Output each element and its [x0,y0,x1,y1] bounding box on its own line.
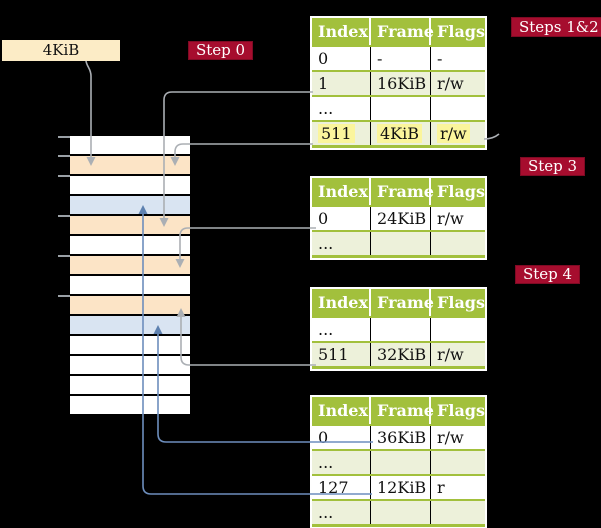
cell-frame [370,318,430,341]
table-row: 0 24KiB r/w [312,205,485,230]
page-table-step-4: Index Frame Flags ... 511 32KiB r/w [310,287,487,371]
cell-flags: - [430,47,485,70]
cell-flags: r [430,476,485,499]
cell-index: 511 [318,345,349,364]
memory-row [70,296,190,314]
cell-index: 0 [318,209,329,228]
memory-row [70,156,190,174]
cell-frame: 24KiB [370,207,430,230]
table-header-row: Index Frame Flags [312,178,485,205]
cell-flags [430,451,485,474]
cell-flags [430,501,485,524]
table-header-row: Index Frame Flags [312,18,485,45]
table-row: 127 12KiB r [312,474,485,499]
header-frame: Frame [369,18,434,45]
highlighted-value: 511 [318,124,355,143]
cell-index: ... [318,453,334,472]
memory-row [70,176,190,194]
badge-step-3: Step 3 [520,157,586,176]
table-row: ... [312,316,485,341]
cell-frame: 32KiB [370,343,430,366]
header-flags: Flags [429,178,485,205]
pointer-entry0-to-24kib [179,227,316,259]
memory-tick [58,255,70,257]
cell-frame [370,501,430,524]
table-row: ... [312,449,485,474]
header-frame: Frame [369,289,434,316]
memory-row [70,236,190,254]
header-flags: Flags [429,397,485,424]
memory-row [70,396,190,414]
header-flags: Flags [429,289,485,316]
header-index: Index [318,401,369,420]
page-table-steps-1-2: Index Frame Flags 0 - - 1 16KiB r/w ... … [310,16,487,150]
table-row: 0 36KiB r/w [312,424,485,449]
table-row: 0 - - [312,45,485,70]
highlighted-value: r/w [437,124,470,143]
header-frame: Frame [369,397,434,424]
cell-flags: r/w [430,122,485,145]
memory-row [70,336,190,354]
cell-index: 0 [318,49,329,68]
badge-step-4: Step 4 [515,265,581,284]
table-header-row: Index Frame Flags [312,289,485,316]
cell-index: ... [318,320,334,339]
table-row: ... [312,499,485,527]
memory-tick [58,155,70,157]
cell-frame [370,97,430,120]
memory-tick [58,215,70,217]
table-row: ... [312,230,485,258]
memory-row [70,316,190,334]
badge-step-0: Step 0 [188,41,254,60]
cell-index: ... [318,234,334,253]
cell-index: ... [318,503,334,522]
cell-frame: 16KiB [370,72,430,95]
cell-frame [370,451,430,474]
header-index: Index [318,22,369,41]
header-flags: Flags [429,18,485,45]
cell-flags [430,318,485,341]
table-row: ... [312,95,485,120]
table-header-row: Index Frame Flags [312,397,485,424]
cell-index: 1 [318,74,329,93]
table-row: 1 16KiB r/w [312,70,485,95]
cell-frame: - [370,47,430,70]
memory-row [70,276,190,294]
pointer-entry511-to-4kib [174,143,313,157]
table-row-recursive-entry: 511 4KiB r/w [312,120,485,148]
cell-flags: r/w [430,426,485,449]
memory-row [70,196,190,214]
root-table-address-box: 4KiB [2,40,120,61]
memory-row [70,376,190,394]
header-index: Index [318,182,369,201]
memory-tick [58,175,70,177]
cell-flags [430,97,485,120]
cell-flags: r/w [430,72,485,95]
memory-row [70,136,190,154]
memory-tick [58,136,70,138]
table-row: 511 32KiB r/w [312,341,485,369]
memory-tick [58,295,70,297]
header-index: Index [318,293,369,312]
memory-row [70,216,190,234]
cell-flags: r/w [430,207,485,230]
cell-frame: 4KiB [370,122,430,145]
cell-flags [430,232,485,255]
cell-flags: r/w [430,343,485,366]
highlighted-value: 4KiB [377,124,423,143]
header-frame: Frame [369,178,434,205]
cell-frame: 12KiB [370,476,430,499]
cell-frame: 36KiB [370,426,430,449]
cell-frame [370,232,430,255]
memory-row [70,256,190,274]
cell-index: 0 [318,428,329,447]
page-table-final: Index Frame Flags 0 36KiB r/w ... 127 12… [310,395,487,528]
cell-index: 511 [312,122,370,145]
badge-steps-1-2: Steps 1&2 [511,17,601,37]
cell-index: ... [318,99,334,118]
page-table-step-3: Index Frame Flags 0 24KiB r/w ... [310,176,487,260]
pointer-entry511-to-32kib [180,317,316,366]
memory-row [70,356,190,374]
cell-index: 127 [318,478,349,497]
